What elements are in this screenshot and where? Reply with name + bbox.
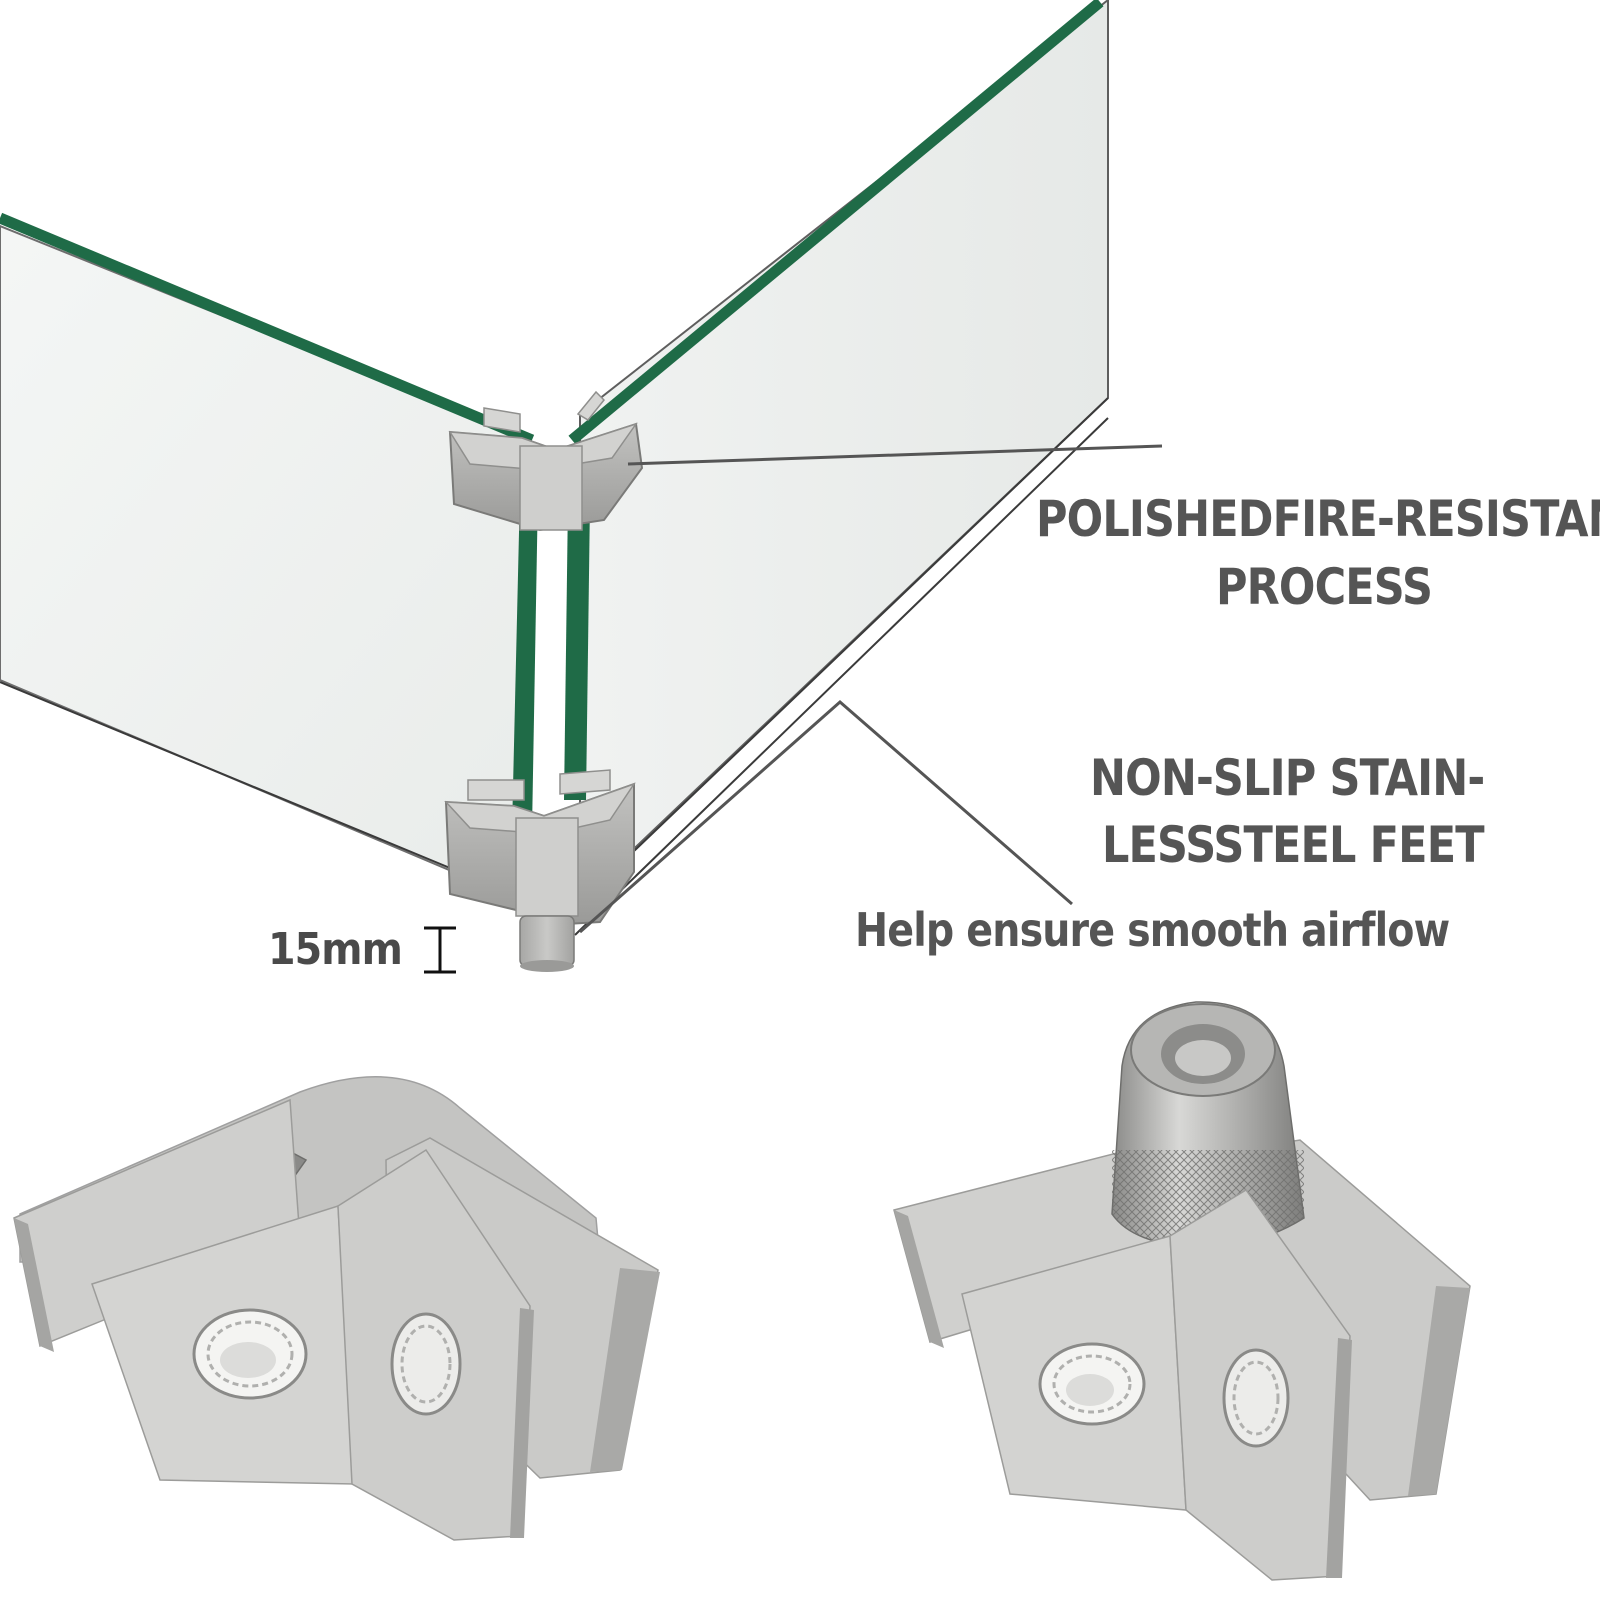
- top-corner-clamp: [448, 390, 644, 532]
- threaded-hole-icon: [1038, 1342, 1146, 1426]
- threaded-hole-icon: [192, 1308, 308, 1400]
- foot-height-label: 15mm: [268, 924, 403, 975]
- glass-top-edge-right: [568, 0, 1104, 445]
- foot-post: [519, 915, 575, 967]
- glass-vertical-edge-right: [564, 500, 590, 800]
- feet-feature-label-line1: NON-SLIP STAIN-: [1090, 749, 1485, 807]
- foot-clamp-photo: [893, 1001, 1471, 1581]
- feet-feature-label-line2: LESSSTEEL FEET: [1102, 816, 1485, 874]
- glass-top-edge-left: [0, 212, 535, 446]
- threaded-hole-icon: [1222, 1348, 1290, 1448]
- airflow-caption: Help ensure smooth airflow: [855, 903, 1450, 957]
- glass-feature-label-line2: PROCESS: [1216, 558, 1433, 616]
- i-beam-dimension-icon: [424, 926, 456, 974]
- corner-clamp-photo: [13, 1076, 660, 1541]
- bottom-foot-clamp: [444, 769, 636, 972]
- glass-outline-offset: [574, 417, 1109, 936]
- glass-bottom-edge-left: [0, 681, 451, 869]
- glass-bottom-edge-right: [609, 397, 1109, 875]
- glass-corner-illustration: [0, 0, 1109, 974]
- knurled-nut: [1111, 1001, 1305, 1248]
- glass-vertical-edge-left: [512, 490, 538, 830]
- glass-callout-leader: [627, 444, 1163, 466]
- threaded-hole-icon: [390, 1312, 462, 1416]
- feet-callout-leader: [579, 700, 1073, 934]
- glass-feature-label-line1: POLISHEDFIRE-RESISTANT: [1036, 490, 1600, 548]
